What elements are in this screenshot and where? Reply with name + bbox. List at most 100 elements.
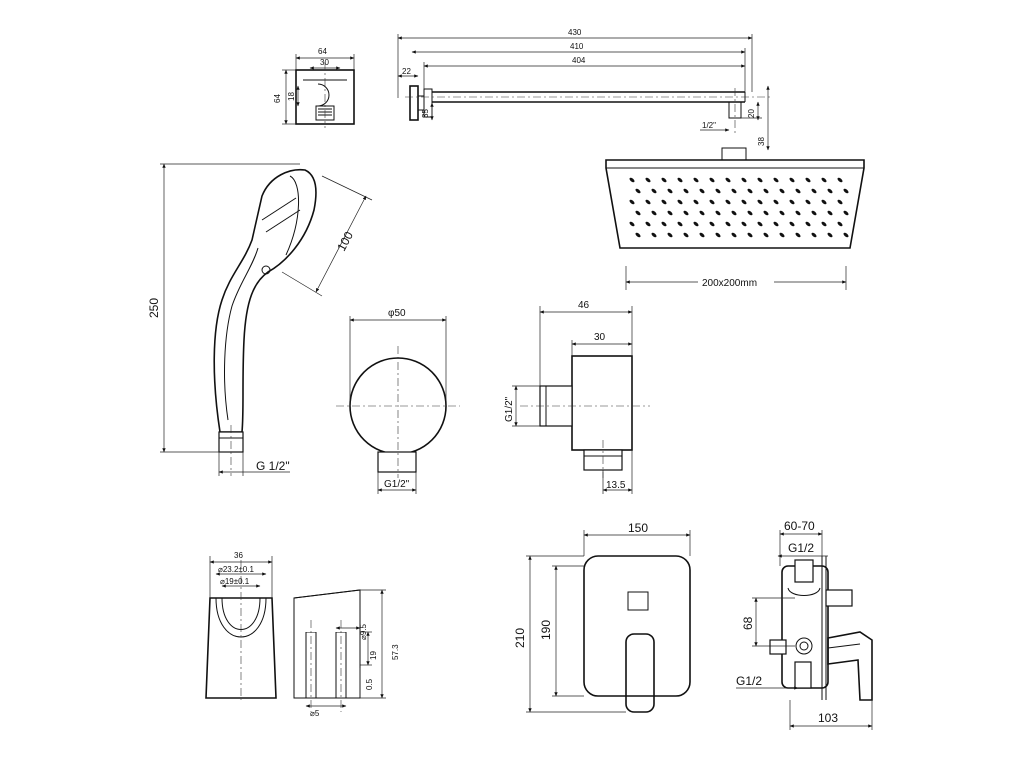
nozzle — [821, 199, 827, 205]
dim-190: 190 — [539, 620, 553, 640]
dim-200x200mm: 200x200mm — [702, 278, 757, 289]
nozzle — [773, 177, 779, 183]
nozzle — [779, 188, 785, 194]
nozzle — [789, 221, 795, 227]
dim-64-height: 64 — [273, 94, 282, 103]
dim-430: 430 — [568, 28, 582, 37]
dim-d5: ⌀5 — [310, 709, 320, 718]
nozzle — [677, 199, 683, 205]
nozzle — [741, 221, 747, 227]
dim-150: 150 — [628, 521, 648, 535]
nozzle — [805, 221, 811, 227]
dim-57-3: 57.3 — [391, 644, 400, 660]
nozzle — [757, 177, 763, 183]
nozzle — [651, 210, 657, 216]
shower-holder-front: 36 ⌀23.2±0.1 ⌀19±0.1 — [205, 551, 277, 700]
dim-half-inch: 1/2" — [702, 121, 716, 130]
nozzle — [843, 232, 849, 238]
nozzle — [725, 221, 731, 227]
dim-210: 210 — [513, 628, 527, 648]
dim-60-70: 60-70 — [784, 519, 815, 533]
nozzle — [715, 188, 721, 194]
dim-phi-50: φ50 — [388, 308, 406, 319]
dim-30-body: 30 — [594, 332, 606, 343]
nozzle — [731, 232, 737, 238]
nozzle — [731, 210, 737, 216]
nozzle — [811, 210, 817, 216]
dim-g1-2-top: G1/2 — [788, 541, 814, 555]
nozzle — [757, 199, 763, 205]
nozzle — [789, 177, 795, 183]
nozzle — [757, 221, 763, 227]
dim-20: 20 — [747, 109, 756, 118]
dim-30-inner: 30 — [320, 58, 329, 67]
nozzle — [635, 210, 641, 216]
dim-g1-2-bottom: G1/2 — [736, 674, 762, 688]
dim-64-width: 64 — [318, 47, 327, 56]
nozzle — [741, 199, 747, 205]
nozzle — [763, 232, 769, 238]
nozzle — [821, 177, 827, 183]
nozzle — [693, 177, 699, 183]
nozzle — [837, 221, 843, 227]
nozzle — [725, 177, 731, 183]
hand-shower: 250 100 G 1/2" — [147, 163, 373, 476]
nozzle — [827, 232, 833, 238]
nozzle — [789, 199, 795, 205]
nozzle — [805, 177, 811, 183]
nozzle — [709, 177, 715, 183]
nozzle-grid — [629, 177, 849, 238]
nozzle — [779, 232, 785, 238]
dim-46: 46 — [578, 300, 590, 311]
nozzle — [763, 210, 769, 216]
concealed-mixer-side: 60-70 G1/2 68 G1/2 103 — [736, 519, 873, 730]
nozzle — [811, 232, 817, 238]
dim-22: 22 — [402, 67, 411, 76]
nozzle — [731, 188, 737, 194]
dim-d23-2: ⌀23.2±0.1 — [218, 565, 254, 574]
dim-103: 103 — [818, 711, 838, 725]
shower-arm: 430 410 404 22 35 20 1/2" 38 — [397, 28, 770, 151]
nozzle — [651, 232, 657, 238]
nozzle — [837, 177, 843, 183]
dim-250: 250 — [147, 298, 161, 318]
nozzle — [773, 221, 779, 227]
nozzle — [715, 232, 721, 238]
dim-68: 68 — [741, 616, 755, 630]
nozzle — [661, 177, 667, 183]
nozzle — [667, 210, 673, 216]
nozzle — [747, 210, 753, 216]
nozzle — [683, 232, 689, 238]
dim-g1-2-outlet: G1/2" — [384, 479, 410, 490]
nozzle — [635, 232, 641, 238]
dim-404: 404 — [572, 56, 586, 65]
nozzle — [747, 188, 753, 194]
wall-outlet-side: 46 30 G1/2" 13.5 — [504, 300, 650, 494]
dim-19: 19 — [369, 651, 378, 660]
dim-d19: ⌀19±0.1 — [220, 577, 250, 586]
nozzle — [805, 199, 811, 205]
dim-100: 100 — [334, 229, 356, 254]
dim-d9-5: ⌀9.5 — [359, 624, 368, 640]
dim-410: 410 — [570, 42, 584, 51]
nozzle — [629, 177, 635, 183]
nozzle — [779, 210, 785, 216]
nozzle — [837, 199, 843, 205]
nozzle — [645, 177, 651, 183]
nozzle — [661, 221, 667, 227]
dim-38: 38 — [757, 137, 766, 146]
nozzle — [651, 188, 657, 194]
nozzle — [635, 188, 641, 194]
shower-holder-section: ⌀9.5 19 57.3 0.5 ⌀5 — [293, 589, 400, 718]
dim-g-half-inch: G 1/2" — [256, 459, 290, 473]
dim-g1-2-side: G1/2" — [504, 396, 515, 422]
round-wall-outlet-front: φ50 G1/2" — [336, 308, 460, 494]
nozzle — [821, 221, 827, 227]
dim-13-5: 13.5 — [606, 480, 626, 491]
nozzle — [693, 199, 699, 205]
rain-shower-head: 200x200mm — [605, 147, 865, 290]
nozzle — [773, 199, 779, 205]
dim-35: 35 — [421, 109, 430, 118]
nozzle — [747, 232, 753, 238]
